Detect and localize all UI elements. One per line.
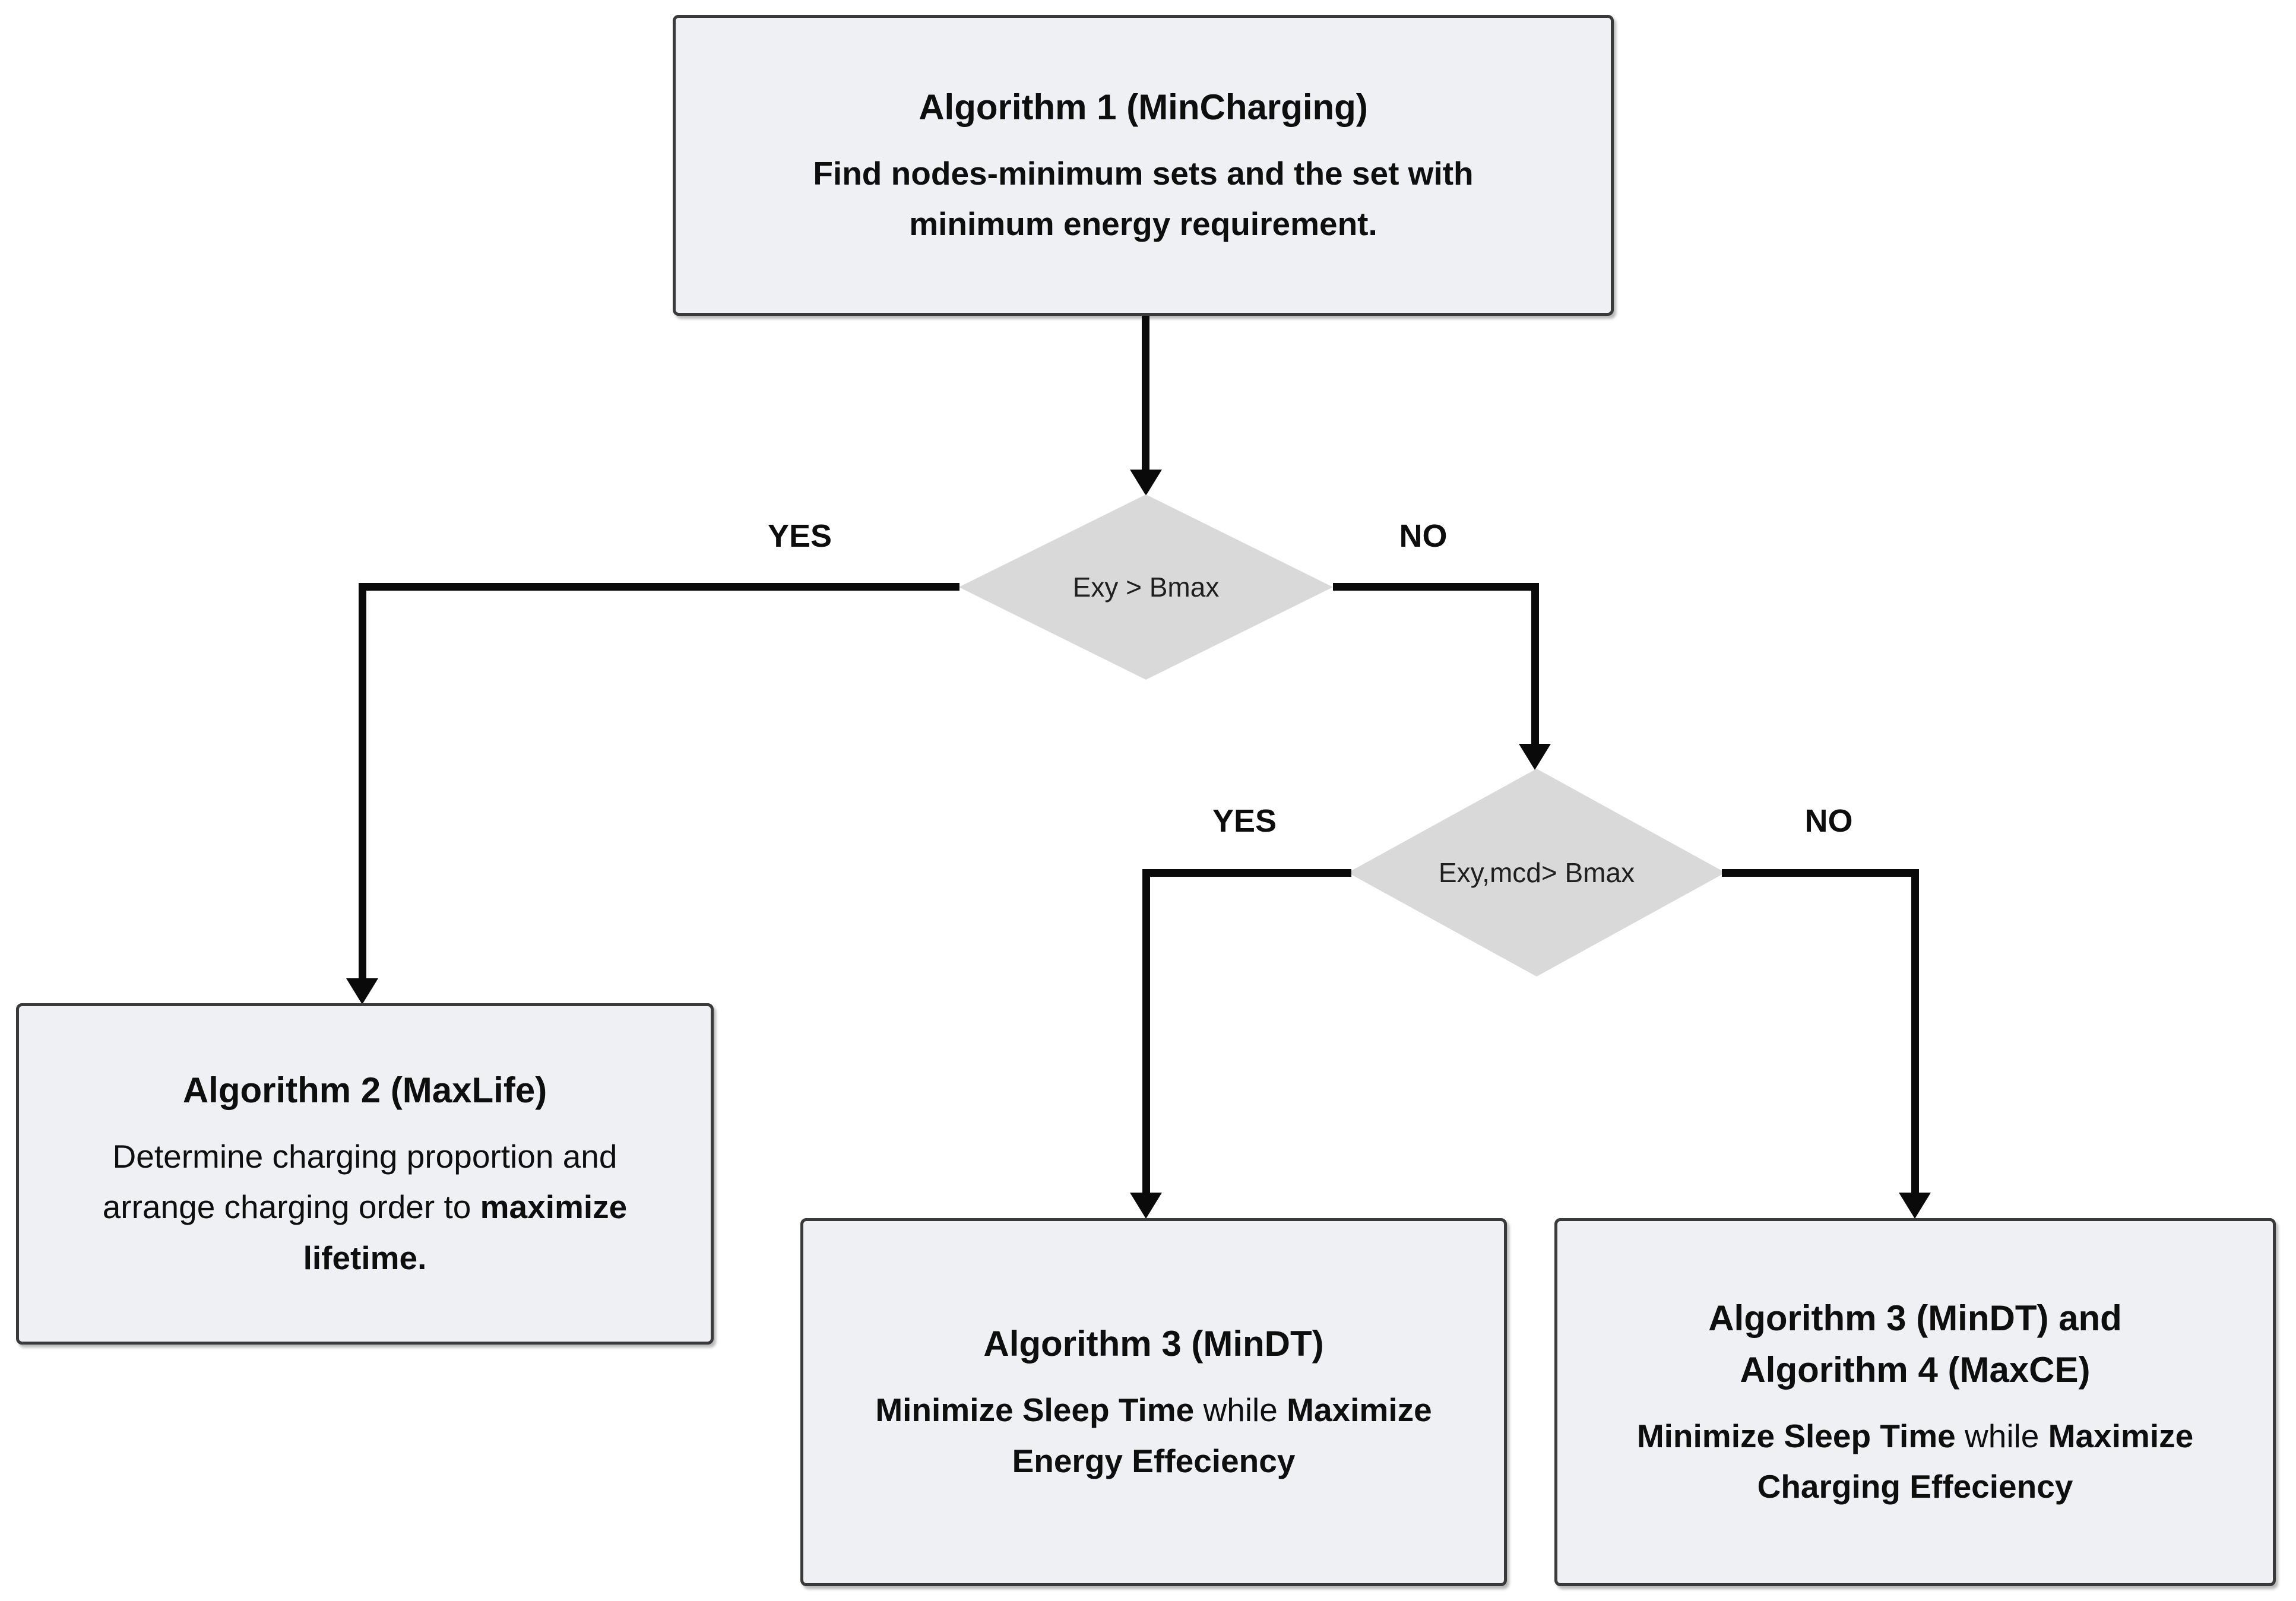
node-algorithm-1-mincharging: Algorithm 1 (MinCharging) Find nodes-min… [673, 15, 1614, 316]
decision-exy-gt-bmax: Exy > Bmax [959, 494, 1333, 680]
connector-algo1-to-decision1 [1142, 316, 1149, 471]
node-title: Algorithm 3 (MinDT) and Algorithm 4 (Max… [1708, 1298, 2122, 1390]
branch-label-no-2: NO [1804, 803, 1853, 839]
node-description-regular: Determine charging proportion and arrang… [102, 1138, 617, 1226]
connector-decision1-yes-horizontal [362, 583, 959, 591]
node-description-bold: Maximize Energy Effeciency [1012, 1391, 1432, 1479]
arrowhead-down-icon [1130, 470, 1162, 496]
node-title: Algorithm 3 (MinDT) [983, 1324, 1324, 1364]
node-algorithm-2-maxlife: Algorithm 2 (MaxLife) Determine charging… [16, 1003, 714, 1345]
node-description-regular: while [1194, 1391, 1287, 1429]
node-algorithm-3-and-4-maxce: Algorithm 3 (MinDT) and Algorithm 4 (Max… [1554, 1218, 2276, 1586]
node-description-bold: maximize lifetime. [303, 1188, 628, 1276]
node-description-bold: Minimize Sleep Time [875, 1391, 1195, 1429]
node-description: Minimize Sleep Time while Maximize Energ… [838, 1385, 1470, 1486]
connector-decision2-no-vertical [1911, 869, 1919, 1193]
node-description-regular: while [1955, 1417, 2048, 1454]
decision-exymcd-gt-bmax: Exy,mcd> Bmax [1348, 769, 1725, 977]
node-title: Algorithm 1 (MinCharging) [919, 87, 1368, 127]
connector-decision2-yes-vertical [1142, 869, 1150, 1193]
decision-condition: Exy > Bmax [1072, 572, 1220, 603]
connector-decision1-no-vertical [1531, 583, 1539, 745]
node-description: Determine charging proportion and arrang… [64, 1131, 666, 1283]
arrowhead-down-icon [1130, 1193, 1162, 1219]
arrowhead-down-icon [1899, 1193, 1931, 1219]
node-description: Minimize Sleep Time while Maximize Charg… [1596, 1411, 2234, 1513]
node-title: Algorithm 2 (MaxLife) [182, 1070, 547, 1111]
connector-decision1-yes-vertical [359, 583, 366, 979]
connector-decision1-no-horizontal [1333, 583, 1539, 591]
node-algorithm-3-mindt: Algorithm 3 (MinDT) Minimize Sleep Time … [800, 1218, 1507, 1586]
node-description: Find nodes-minimum sets and the set with… [813, 154, 1474, 242]
decision-condition: Exy,mcd> Bmax [1438, 857, 1635, 888]
connector-decision2-yes-horizontal [1142, 869, 1351, 877]
connector-decision2-no-horizontal [1722, 869, 1919, 877]
branch-label-yes-1: YES [767, 518, 832, 554]
node-description-bold: Minimize Sleep Time [1636, 1417, 1956, 1454]
arrowhead-down-icon [1519, 744, 1551, 770]
branch-label-no-1: NO [1399, 518, 1448, 554]
node-description-bold: Maximize Charging Effeciency [1757, 1417, 2194, 1505]
branch-label-yes-2: YES [1212, 803, 1277, 839]
arrowhead-down-icon [346, 978, 378, 1004]
